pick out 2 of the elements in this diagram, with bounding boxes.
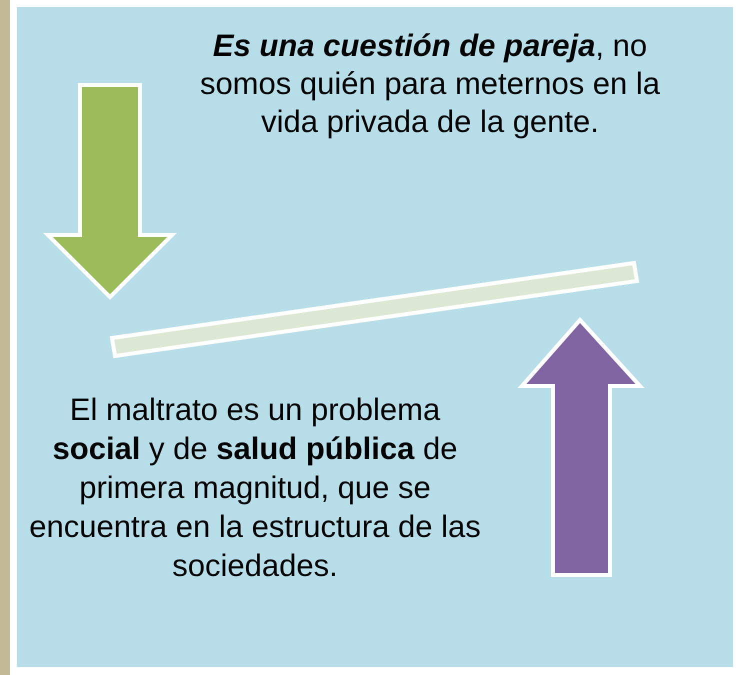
statement-text: Es una cuestión de pareja, no somos quién para meternos en la vida privada de la gente. [198, 27, 662, 141]
statement-text: El maltrato es un problema social y de salud pública de primera magnitud, que se encuentra en la estructura de las sociedades. [28, 391, 482, 585]
